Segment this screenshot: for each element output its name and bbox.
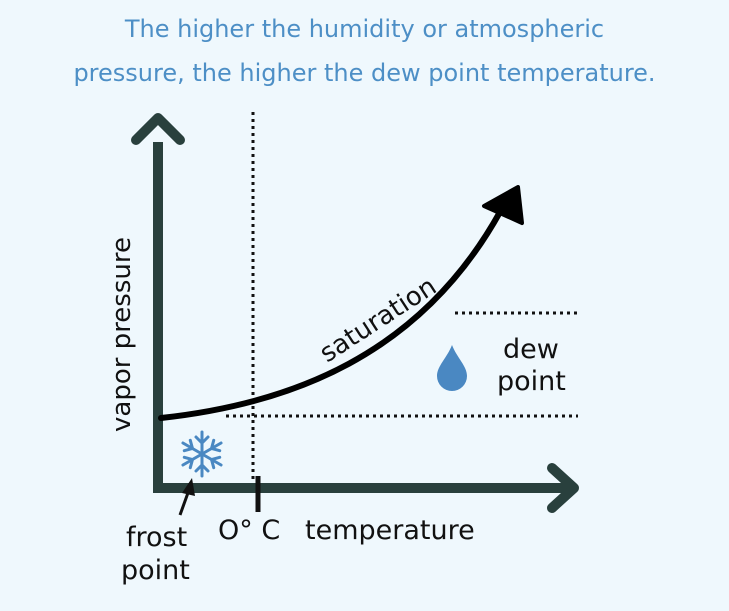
y-axis-arrowhead [131, 113, 185, 145]
dew-point-label-line-2: point [497, 366, 566, 397]
saturation-label: saturation [314, 272, 442, 369]
title-line-2: pressure, the higher the dew point tempe… [73, 59, 656, 87]
water-drop-icon [437, 345, 467, 391]
dew-point-label-line-1: dew [503, 334, 559, 365]
x-axis-label: temperature [305, 515, 475, 546]
snowflake-icon [181, 430, 223, 478]
frost-point-label-line-1: frost [126, 522, 188, 553]
saturation-curve [158, 209, 503, 421]
saturation-curve-arrowhead [482, 185, 524, 225]
x-axis-arrowhead [547, 463, 579, 513]
frost-point-label-line-2: point [121, 555, 190, 586]
y-axis-label: vapor pressure [107, 237, 137, 432]
zero-degree-label: O° C [218, 515, 281, 546]
title-line-1: The higher the humidity or atmospheric [124, 15, 605, 43]
frost-pointer-arrowhead [182, 478, 195, 496]
